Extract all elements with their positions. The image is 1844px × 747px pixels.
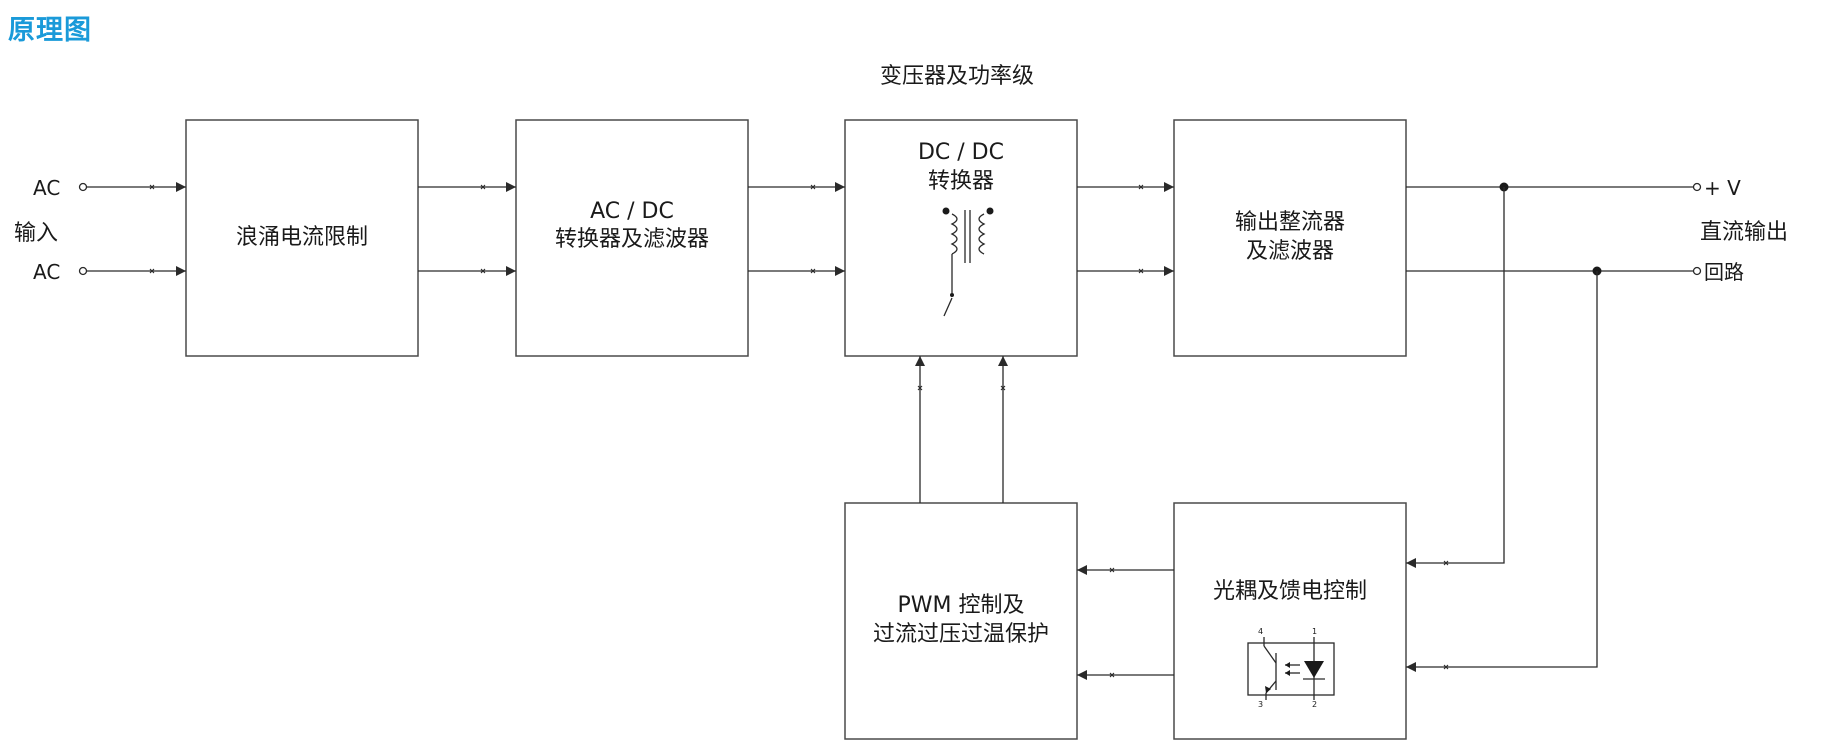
dcdc-block-label-line1: DC / DC [918,140,1004,165]
rectifier-block-label-line2: 及滤波器 [1246,239,1334,264]
output-terminal-plus [1692,182,1702,192]
rectifier-block [1173,119,1407,357]
opto-pin-4: 4 [1258,627,1263,636]
acdc-block [515,119,749,357]
transformer-switch-symbol [942,207,994,317]
inrush-block [185,119,419,357]
page-title: 原理图 [8,15,92,46]
output-plus-v-label: + V [1704,176,1741,200]
wire-tick-marks [149,184,1449,678]
wire-feedback-plus [1406,187,1505,568]
pwm-block-label-line2: 过流过压过温保护 [873,622,1049,647]
opto-pin-1: 1 [1312,627,1317,636]
output-terminal-return [1692,266,1702,276]
opto-block-label: 光耦及馈电控制 [1213,579,1367,604]
input-label: 输入 [14,221,58,246]
output-return-label: 回路 [1704,260,1744,284]
input-terminal-bottom [78,266,88,276]
dcdc-block [844,119,1078,357]
dcdc-block-label-line2: 转换器 [928,169,994,194]
power-stage-label: 变压器及功率级 [880,64,1034,89]
opto-pin-2: 2 [1312,700,1317,709]
pwm-block-label-line1: PWM 控制及 [898,593,1025,618]
input-ac-bottom-label: AC [33,260,60,284]
input-ac-top-label: AC [33,176,60,200]
acdc-block-label-line2: 转换器及滤波器 [555,227,709,252]
input-terminal-top [78,182,88,192]
pwm-block [844,502,1078,740]
opto-block [1173,502,1407,740]
inrush-block-label: 浪涌电流限制 [236,225,368,250]
acdc-block-label-line1: AC / DC [590,199,674,224]
optocoupler-symbol [1247,637,1335,700]
rectifier-block-label-line1: 输出整流器 [1235,210,1345,235]
output-label: 直流输出 [1700,220,1788,245]
opto-pin-3: 3 [1258,700,1263,709]
wire-feedback-return [1406,271,1598,672]
